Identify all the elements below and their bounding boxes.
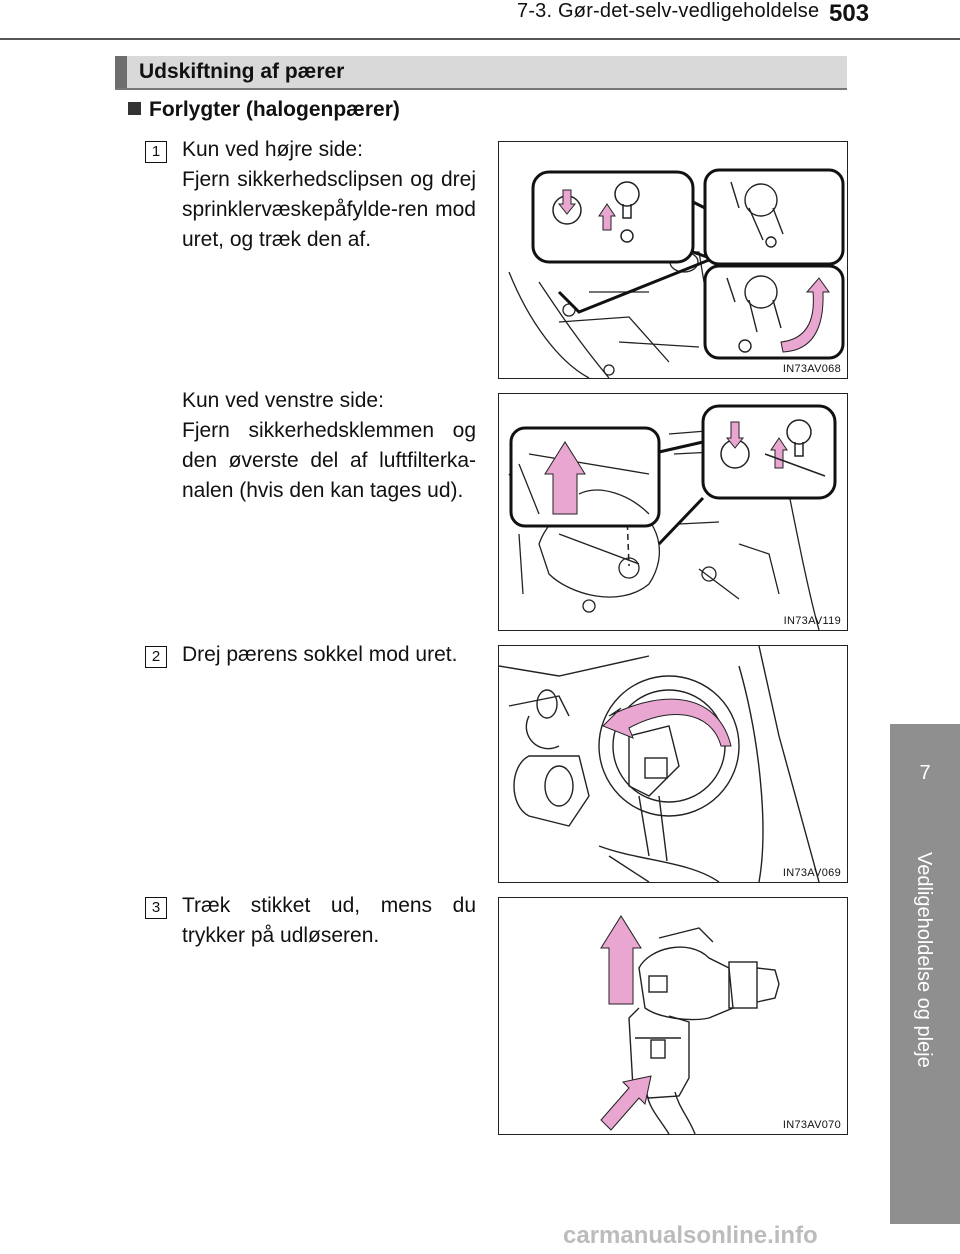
chapter-number: 7: [919, 762, 931, 784]
section-title: Udskiftning af pærer: [139, 60, 345, 83]
subheading: Forlygter (halogenpærer): [128, 98, 400, 122]
section-rule: [115, 88, 847, 90]
figure-1-code: IN73AV068: [782, 363, 841, 375]
step-2-text: Drej pærens sokkel mod uret.: [182, 640, 476, 670]
figure-3-code: IN73AV070: [782, 1119, 841, 1131]
step-2-line-1: Drej pærens sokkel mod uret.: [182, 643, 458, 666]
step-number-3: 3: [145, 897, 167, 919]
page-number: 503: [829, 0, 870, 27]
step-1b-line-1: Kun ved venstre side:: [182, 389, 384, 412]
step-1b-line-2: Fjern sikkerhedsklemmen og den øverste d…: [182, 419, 476, 502]
figure-clip-washer-filler: IN73AV068: [498, 141, 848, 379]
step-1-line-1: Kun ved højre side:: [182, 138, 363, 161]
section-title-box: Udskiftning af pærer: [115, 56, 847, 88]
subheading-text: Forlygter (halogenpærer): [149, 98, 400, 121]
footer-watermark: carmanualsonline.info: [563, 1222, 818, 1249]
chapter-tab: 7: [890, 724, 960, 834]
section-title-bar: [115, 56, 127, 88]
chapter-title-tab: Vedligeholdelse og pleje: [890, 834, 960, 1224]
figure-unplug-connector: IN73AV070: [498, 897, 848, 1135]
figure-air-filter-duct: IN73AV119: [498, 393, 848, 631]
chapter-title: Vedligeholdelse og pleje: [913, 852, 935, 1068]
step-number-2: 2: [145, 646, 167, 668]
header-section-title: 7-3. Gør-det-selv-vedligeholdelse: [517, 0, 820, 22]
step-3-text: Træk stikket ud, mens du trykker på udlø…: [182, 891, 476, 951]
figure-2-code: IN73AV069: [782, 867, 841, 879]
step-1-line-2: Fjern sikkerhedsclipsen og drej sprinkle…: [182, 168, 476, 251]
step-1-text: Kun ved højre side: Fjern sikkerhedsclip…: [182, 135, 476, 255]
header-rule: [0, 38, 960, 40]
figure-1b-code: IN73AV119: [783, 615, 841, 627]
step-1b-text: Kun ved venstre side: Fjern sikkerhedskl…: [182, 386, 476, 506]
square-bullet-icon: [128, 102, 141, 115]
figure-bulb-base-turn: IN73AV069: [498, 645, 848, 883]
step-number-1: 1: [145, 141, 167, 163]
step-3-line-1: Træk stikket ud, mens du trykker på udlø…: [182, 894, 476, 947]
